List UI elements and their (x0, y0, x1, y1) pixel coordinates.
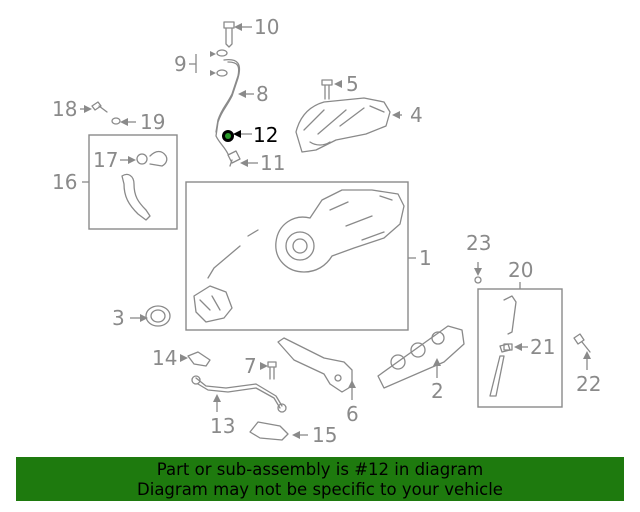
part-2-gasket (377, 325, 465, 389)
callout-2: 2 (431, 379, 444, 403)
parts-diagram: 10 9 8 5 4 12 11 18 19 17 16 1 3 14 7 13… (52, 15, 601, 447)
callout-20: 20 (508, 258, 533, 282)
part-15-bracket (249, 421, 289, 441)
leader-arrows (84, 23, 591, 439)
part-7-bolt (267, 361, 277, 380)
part-5-bolt (321, 79, 333, 100)
callout-7: 7 (244, 354, 257, 378)
callout-4: 4 (410, 103, 423, 127)
callout-23: 23 (466, 231, 491, 255)
part-22-bolt (573, 333, 591, 353)
group-box-1 (185, 181, 409, 331)
banner-line-1: Part or sub-assembly is #12 in diagram (156, 460, 484, 479)
part-23-plug (474, 276, 482, 284)
callout-9: 9 (174, 52, 187, 76)
callout-17: 17 (93, 148, 118, 172)
callout-6: 6 (346, 402, 359, 426)
callout-10: 10 (254, 15, 279, 39)
callout-22: 22 (576, 372, 601, 396)
part-8-oil-line (215, 58, 241, 155)
callout-5: 5 (346, 72, 359, 96)
callout-11: 11 (260, 151, 285, 175)
callout-3: 3 (112, 306, 125, 330)
part-21-fitting (503, 343, 513, 351)
part-19-washer (111, 117, 121, 125)
part-13-tube (191, 375, 287, 413)
callout-13: 13 (210, 414, 235, 438)
part-10-bolt (223, 21, 235, 48)
part-12-highlighted (222, 130, 234, 142)
info-banner: Part or sub-assembly is #12 in diagram D… (16, 457, 624, 501)
callout-1: 1 (419, 246, 432, 270)
callout-8: 8 (256, 82, 269, 106)
part-9-washers (216, 49, 228, 77)
part-14-clip (187, 351, 211, 367)
callout-19: 19 (140, 110, 165, 134)
callout-16: 16 (52, 170, 77, 194)
part-11-clip (227, 150, 241, 167)
callout-12: 12 (253, 123, 278, 147)
part-18-bolt (91, 101, 108, 113)
part-1-turbocharger-manifold (193, 189, 405, 323)
part-6-bracket (277, 337, 353, 393)
callout-14: 14 (152, 346, 177, 370)
callout-15: 15 (312, 423, 337, 447)
part-4-heat-shield (295, 97, 391, 153)
part-16-hose (121, 173, 151, 221)
callout-18: 18 (52, 97, 77, 121)
banner-line-2: Diagram may not be specific to your vehi… (137, 480, 503, 499)
leader-lines (80, 26, 588, 436)
part-3-ring (145, 305, 171, 327)
callout-21: 21 (530, 335, 555, 359)
part-17-clamp (136, 150, 168, 167)
